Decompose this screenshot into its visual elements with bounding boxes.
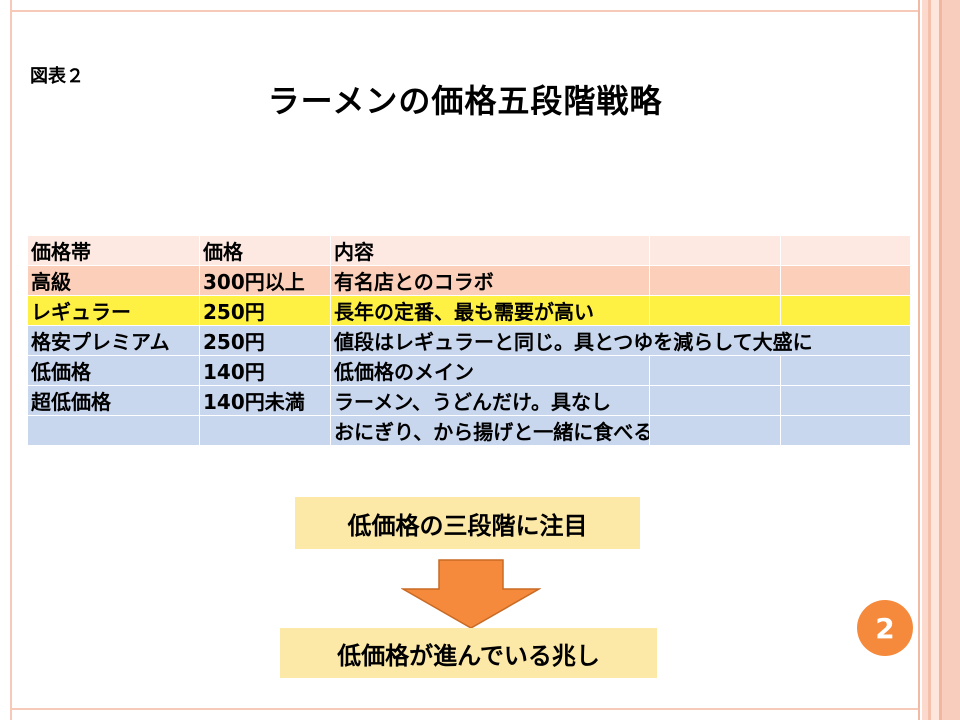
table-cell [780,355,911,386]
price-tier-table: 価格帯 価格 内容 高級 300円以上 有名店とのコラボ レギュラー 250円 … [27,235,911,446]
table-cell [649,295,781,326]
table-cell [27,415,200,446]
table-header-row: 価格帯 価格 内容 [27,235,911,266]
table-cell [780,265,911,296]
down-arrow-icon [401,559,541,629]
table-cell [649,385,781,416]
table-cell: 低価格のメイン [330,355,650,386]
header-cell-tier: 価格帯 [27,235,200,266]
table-cell [780,385,911,416]
callout-low-price-trend: 低価格が進んでいる兆し [280,628,657,678]
table-cell: 250円 [199,325,331,356]
figure-label: 図表２ [30,66,84,87]
table-row: 格安プレミアム 250円 値段はレギュラーと同じ。具とつゆを減らして大盛に [27,325,911,356]
header-cell-empty [780,235,911,266]
table-cell: 格安プレミアム [27,325,200,356]
table-cell: 超低価格 [27,385,200,416]
slide-title: ラーメンの価格五段階戦略 [267,82,663,120]
slide-frame-left [0,0,12,720]
header-cell-content: 内容 [330,235,650,266]
slide-frame-bottom [0,708,918,720]
table-cell: 250円 [199,295,331,326]
callout-focus-low-price: 低価格の三段階に注目 [295,497,640,549]
table-cell: 300円以上 [199,265,331,296]
table-cell: おにぎり、から揚げと一緒に食べる [330,415,650,446]
table-row: レギュラー 250円 長年の定番、最も需要が高い [27,295,911,326]
table-cell: 高級 [27,265,200,296]
header-cell-price: 価格 [199,235,331,266]
slide-frame-top [0,0,918,12]
table-cell: ラーメン、うどんだけ。具なし [330,385,650,416]
table-row: おにぎり、から揚げと一緒に食べる [27,415,911,446]
table-row: 超低価格 140円未満 ラーメン、うどんだけ。具なし [27,385,911,416]
table-cell [199,415,331,446]
table-cell [780,295,911,326]
table-cell: 有名店とのコラボ [330,265,650,296]
table-cell: レギュラー [27,295,200,326]
header-cell-empty [649,235,781,266]
table-cell: 長年の定番、最も需要が高い [330,295,650,326]
slide-side-stripes [918,0,960,720]
table-row: 低価格 140円 低価格のメイン [27,355,911,386]
table-cell-wide: 値段はレギュラーと同じ。具とつゆを減らして大盛に [330,325,911,356]
table-cell [780,415,911,446]
table-cell: 低価格 [27,355,200,386]
table-cell [649,265,781,296]
page-number-badge: 2 [857,600,913,656]
table-cell [649,355,781,386]
table-cell: 140円 [199,355,331,386]
table-cell [649,415,781,446]
table-cell: 140円未満 [199,385,331,416]
table-row: 高級 300円以上 有名店とのコラボ [27,265,911,296]
